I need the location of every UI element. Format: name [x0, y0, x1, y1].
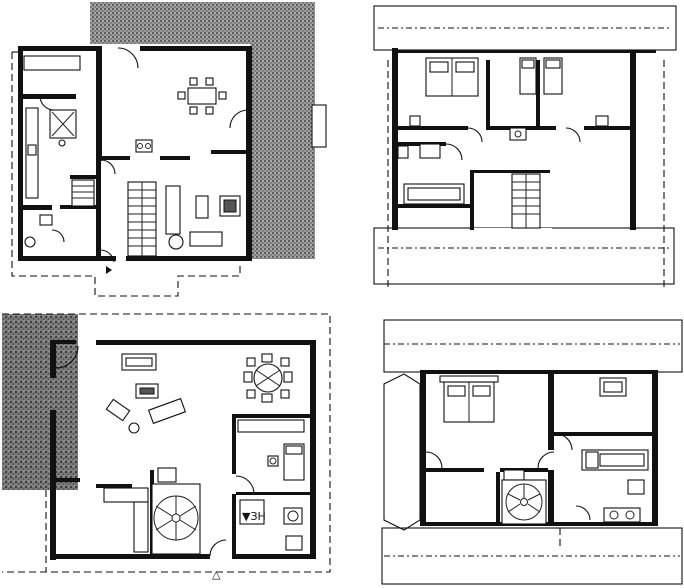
toilet — [627, 479, 645, 495]
door-arc — [51, 229, 65, 243]
kitchen-counter — [23, 55, 81, 71]
toilet — [283, 507, 303, 525]
plan-b-attic — [381, 319, 683, 585]
shower — [239, 499, 265, 525]
door-arc — [229, 109, 249, 129]
spiral-staircase — [501, 479, 547, 525]
door-arc — [55, 345, 79, 369]
plan-a-ground — [11, 2, 327, 297]
door-arc — [209, 539, 227, 557]
cellar-stair — [71, 179, 95, 207]
plan-a-attic — [373, 5, 677, 290]
roof-slope-bottom — [373, 227, 675, 285]
dining-table — [177, 77, 227, 115]
stove — [135, 139, 153, 153]
kitchen-counter-side — [133, 501, 149, 553]
lounge-sofa — [147, 397, 187, 425]
plan-b-ground: ▼ЗН △ — [2, 313, 331, 581]
armchair — [105, 398, 131, 422]
door-arc — [467, 127, 483, 143]
double-bed — [425, 57, 479, 97]
sofa — [165, 185, 181, 235]
staircase — [127, 181, 157, 257]
wash-basin — [509, 127, 527, 141]
entry-arrow — [106, 266, 112, 274]
overhang-line — [11, 52, 241, 297]
door-arc — [39, 95, 55, 111]
spiral-staircase — [151, 483, 201, 555]
desk — [595, 115, 609, 127]
dormer-roof — [383, 373, 421, 531]
wash-basin — [285, 535, 303, 551]
door-arc — [99, 249, 115, 263]
sideboard — [189, 231, 223, 247]
door-arc — [537, 451, 555, 469]
dining-nook — [157, 467, 177, 483]
door-arc — [425, 451, 443, 469]
overhang-line — [2, 313, 331, 573]
kitchen-counter — [103, 487, 149, 503]
terrace-right — [250, 44, 315, 259]
wardrobe — [237, 419, 305, 433]
roof-slope-top — [383, 319, 683, 373]
round-dining-table — [243, 353, 293, 403]
bench — [311, 104, 327, 148]
wash-basin — [24, 236, 36, 248]
armchair — [195, 195, 209, 219]
door-arc — [555, 433, 573, 451]
toilet — [39, 214, 53, 226]
double-basin — [603, 507, 641, 523]
door-arc — [235, 475, 255, 495]
round-table — [168, 234, 184, 250]
single-bed — [519, 57, 537, 95]
door-arc — [575, 505, 591, 521]
toilet — [419, 143, 441, 159]
door-arc — [117, 47, 139, 69]
bathroom-fixture-label: ▼ЗН — [242, 510, 266, 523]
door-arc — [100, 159, 116, 175]
terrace-top — [90, 2, 315, 44]
door-arc — [565, 127, 581, 143]
staircase — [511, 173, 541, 229]
north-mark: △ — [212, 568, 221, 581]
door-arc — [445, 143, 463, 161]
single-bed — [543, 57, 563, 95]
double-bed — [439, 375, 499, 423]
roof-slope-bottom — [381, 527, 683, 585]
